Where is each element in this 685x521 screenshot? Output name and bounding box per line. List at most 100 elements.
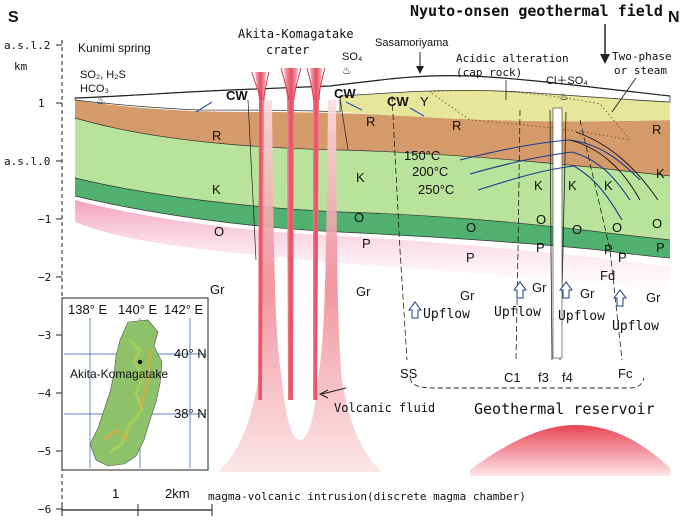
figure-title: Nyuto-onsen geothermal field	[410, 2, 663, 20]
fault-label-c1: C1	[504, 370, 521, 385]
unit-k-1: K	[212, 182, 221, 197]
two-phase-line2: or steam	[614, 64, 667, 77]
unit-gr-2: Gr	[356, 284, 371, 299]
tohoku-landmass	[89, 319, 163, 467]
upflow-label-2: Upflow	[494, 305, 541, 320]
unit-o-3: O	[466, 220, 476, 235]
unit-o-2: O	[354, 210, 364, 225]
volcanic-conduits	[251, 67, 326, 400]
layer-o	[75, 178, 670, 258]
unit-o-5: O	[572, 222, 582, 237]
two-phase-line1: Two-phase	[612, 50, 672, 63]
unit-o-7: O	[652, 216, 662, 231]
reservoir-bracket	[409, 377, 645, 389]
upflow-label-3: Upflow	[558, 309, 605, 324]
unit-gr-1: Gr	[210, 282, 225, 297]
unit-k-2: K	[356, 170, 365, 185]
unit-p-3: P	[536, 240, 545, 255]
inset-lon-142: 142° E	[164, 302, 204, 317]
volcanic-fluid-arrow	[321, 387, 347, 395]
fault-fc	[579, 119, 623, 361]
isotherm-curves	[459, 139, 641, 221]
inset-lon-138: 138° E	[68, 302, 108, 317]
acidic-alteration-line1: Acidic alteration	[456, 52, 569, 65]
axis-tick-label: −4	[38, 387, 52, 400]
upflow-arrows	[408, 281, 627, 319]
unit-cw-1: CW	[226, 88, 248, 103]
unit-p-2: P	[466, 250, 475, 265]
upflow-label-1: Upflow	[423, 307, 470, 322]
layer-boundaries	[74, 117, 671, 259]
scale-bar	[61, 504, 213, 516]
fault-f3	[549, 109, 553, 361]
crater-label-line1: Akita-Komagatake	[238, 27, 354, 41]
unit-o-1: O	[214, 224, 224, 239]
well-spring-icon: ♨	[559, 91, 569, 103]
reservoir-label: Geothermal reservoir	[474, 400, 655, 418]
upflow-label-4: Upflow	[612, 319, 659, 334]
kunimi-gas-line1: SO₂, H₂S	[80, 69, 126, 81]
unit-p-1: P	[362, 236, 371, 251]
crater-spring-icon: ♨	[342, 65, 352, 77]
axis-tick-label: −2	[38, 271, 51, 284]
axis-tick-label: a.s.l.2	[4, 39, 50, 52]
isotherm-150: 150°C	[404, 148, 440, 163]
acidic-alteration-line2: (cap rock)	[456, 66, 522, 79]
unit-o-4: O	[536, 212, 546, 227]
sasamoriyama-label: Sasamoriyama	[375, 37, 449, 49]
axis-tick-label: km	[14, 60, 28, 73]
inset-lat-40: 40° N	[174, 346, 207, 361]
unit-r-2: R	[366, 114, 375, 129]
unit-k-3: K	[534, 178, 543, 193]
isotherm-250: 250°C	[418, 182, 454, 197]
north-label: N	[668, 9, 680, 26]
unit-gr-3: Gr	[460, 288, 475, 303]
so4-label: SO₄	[342, 51, 363, 63]
axis-tick-label: −3	[38, 329, 51, 342]
fault-c1	[515, 109, 521, 361]
axis-tick-label: −1	[38, 213, 51, 226]
unit-r-1: R	[212, 128, 221, 143]
inset-lon-140: 140° E	[118, 302, 158, 317]
two-phase-arrow	[611, 77, 637, 113]
axis-tick-label: −6	[38, 503, 51, 516]
fault-label-ss: SS	[400, 366, 418, 381]
geothermal-reservoir-body	[470, 425, 670, 476]
ground-surface	[74, 75, 671, 99]
inset-map	[61, 297, 209, 471]
axis-tick-label: −5	[38, 445, 51, 458]
scale-label-1: 1	[112, 486, 119, 501]
crater-label-line2: crater	[266, 43, 309, 57]
inset-place-label: Akita-Komagatake	[70, 367, 168, 381]
isotherm-200: 200°C	[412, 164, 448, 179]
unit-gr-6: Gr	[646, 290, 661, 305]
layer-pink-band	[75, 200, 670, 292]
volcanic-fluid-label: Volcanic fluid	[334, 401, 435, 415]
unit-o-6: O	[612, 220, 622, 235]
well-column	[552, 107, 563, 359]
layer-r	[75, 100, 670, 176]
kunimi-gas-line2: HCO₃	[80, 83, 109, 95]
scale-label-2: 2km	[165, 486, 190, 501]
fault-label-fc: Fc	[618, 366, 633, 381]
unit-k-4: K	[568, 178, 577, 193]
axis-tick-label: 1	[38, 97, 45, 110]
unit-cw-3: CW	[387, 94, 409, 109]
unit-y: Y	[420, 94, 429, 109]
magma-label: magma-volcanic intrusion(discrete magma …	[208, 490, 526, 503]
cl-so4-label: Cl＋SO₄	[546, 75, 588, 87]
kunimi-label: Kunimi spring	[78, 41, 151, 55]
unit-cw-2: CW	[334, 86, 356, 101]
fault-label-f4: f4	[562, 370, 573, 385]
cap-rock-dotted	[428, 90, 632, 141]
unit-gr-4: Gr	[532, 280, 547, 295]
kunimi-spring-icon: ♨	[96, 95, 106, 107]
inset-lat-38: 38° N	[174, 406, 207, 421]
unit-fd: Fd	[600, 268, 615, 283]
unit-k-6: K	[656, 166, 665, 181]
unit-r-4: R	[652, 122, 661, 137]
south-label: S	[8, 9, 19, 26]
fault-ss	[391, 95, 408, 361]
